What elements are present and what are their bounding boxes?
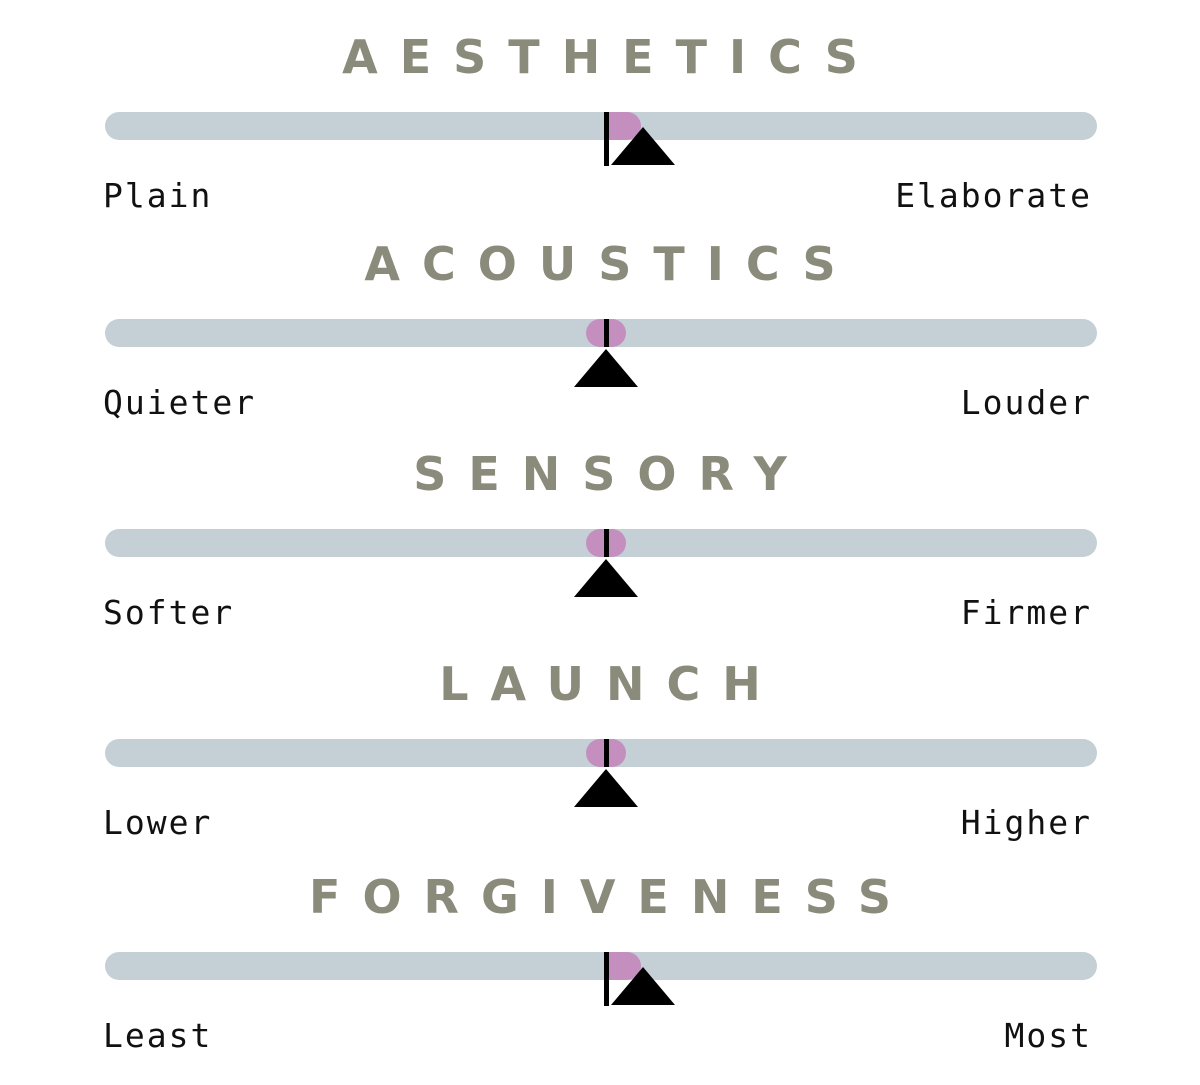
slider-max-label: Firmer — [960, 593, 1092, 632]
slider-pointer-icon — [610, 127, 675, 165]
neutral-marker — [603, 112, 609, 166]
slider-pointer-icon — [610, 967, 675, 1005]
slider-title: LAUNCH — [439, 657, 783, 711]
slider-sensory: SENSORY Softer Firmer — [0, 417, 1200, 632]
neutral-marker — [603, 952, 609, 1006]
slider-track — [105, 952, 1097, 980]
slider-min-label: Quieter — [103, 383, 257, 422]
neutral-marker — [603, 319, 609, 347]
slider-title: FORGIVENESS — [309, 870, 913, 924]
slider-title: AESTHETICS — [342, 30, 880, 84]
slider-min-label: Least — [103, 1016, 213, 1055]
slider-max-label: Louder — [960, 383, 1092, 422]
slider-pointer-icon — [574, 559, 638, 597]
slider-min-label: Softer — [103, 593, 235, 632]
slider-track — [105, 112, 1097, 140]
slider-aesthetics: AESTHETICS Plain Elaborate — [0, 0, 1200, 215]
slider-title: SENSORY — [413, 447, 809, 501]
neutral-marker — [603, 739, 609, 767]
slider-pointer-icon — [574, 769, 638, 807]
slider-min-label: Lower — [103, 803, 213, 842]
slider-acoustics: ACOUSTICS Quieter Louder — [0, 207, 1200, 422]
slider-min-label: Plain — [103, 176, 213, 215]
slider-pointer-icon — [574, 349, 638, 387]
slider-forgiveness: FORGIVENESS Least Most — [0, 840, 1200, 1055]
slider-max-label: Elaborate — [895, 176, 1092, 215]
slider-max-label: Most — [1004, 1016, 1092, 1055]
slider-max-label: Higher — [960, 803, 1092, 842]
neutral-marker — [603, 529, 609, 557]
slider-title: ACOUSTICS — [364, 237, 858, 291]
slider-launch: LAUNCH Lower Higher — [0, 627, 1200, 842]
